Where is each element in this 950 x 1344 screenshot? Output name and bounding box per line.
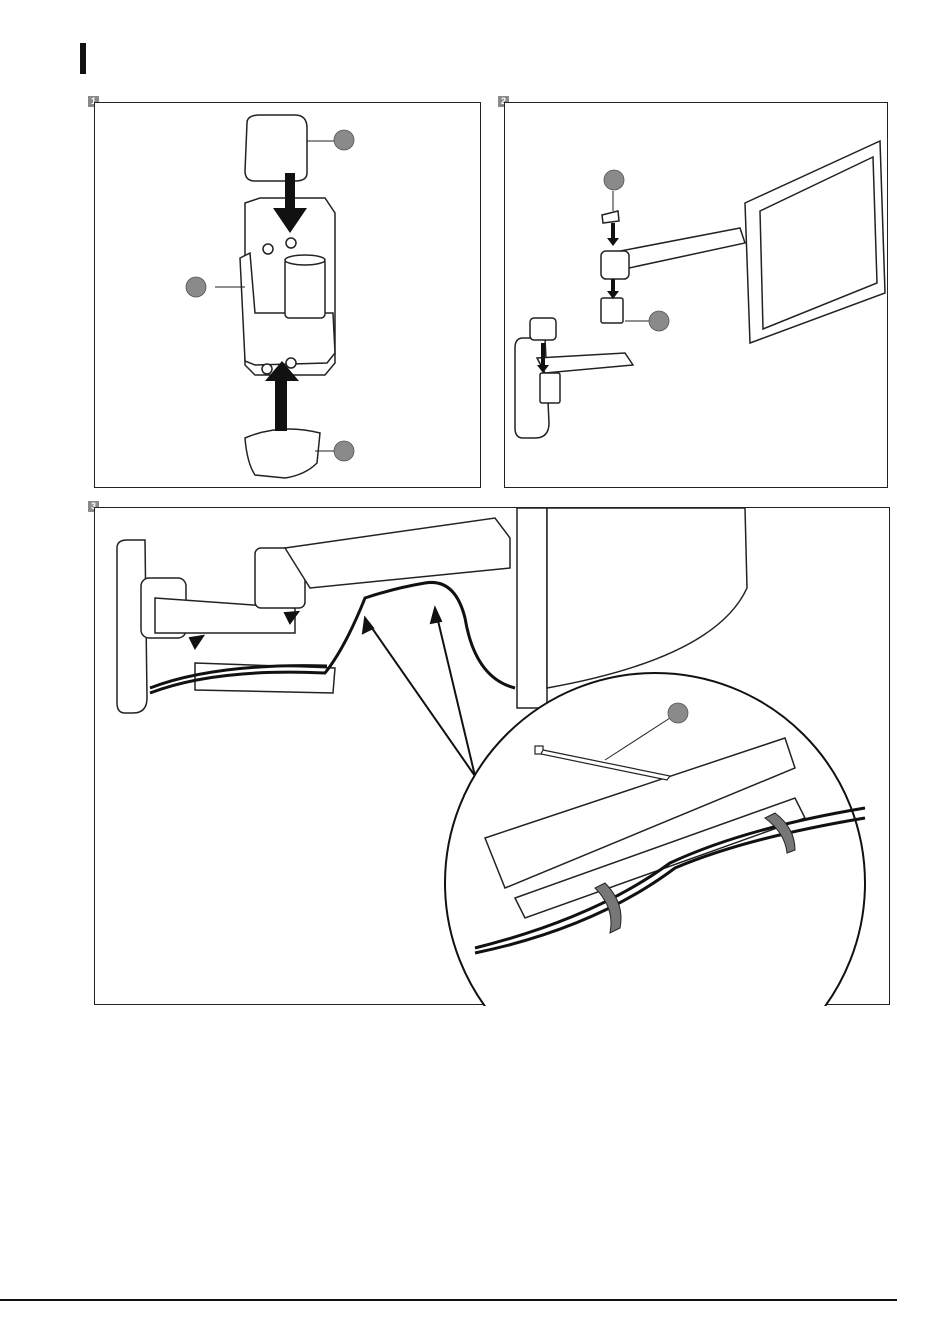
clip (602, 211, 619, 223)
callout-3 (334, 441, 354, 461)
top-cover (245, 115, 307, 181)
callout-5 (649, 311, 669, 331)
arrow-icon (607, 223, 619, 246)
panel-3-cable-routing (94, 507, 890, 1005)
panel-1-illustration (95, 103, 482, 489)
lower-arm (537, 353, 633, 373)
panel-2-illustration (505, 103, 889, 489)
upper-arm (610, 228, 745, 271)
monitor-edge (517, 508, 547, 708)
upper-arm (285, 518, 510, 588)
panel-1-cover-installation (94, 102, 481, 488)
callout-4 (604, 170, 624, 190)
panel-2-arm-assembly (504, 102, 888, 488)
panel-3-illustration (95, 508, 891, 1006)
bottom-cover (245, 429, 320, 478)
callout-6 (668, 703, 688, 723)
bottom-rule (0, 1299, 897, 1301)
pivot-cylinder (285, 258, 325, 318)
section-marker (80, 43, 86, 74)
arrow-icon (607, 279, 619, 299)
callout-1 (334, 130, 354, 150)
callout-2 (186, 277, 206, 297)
